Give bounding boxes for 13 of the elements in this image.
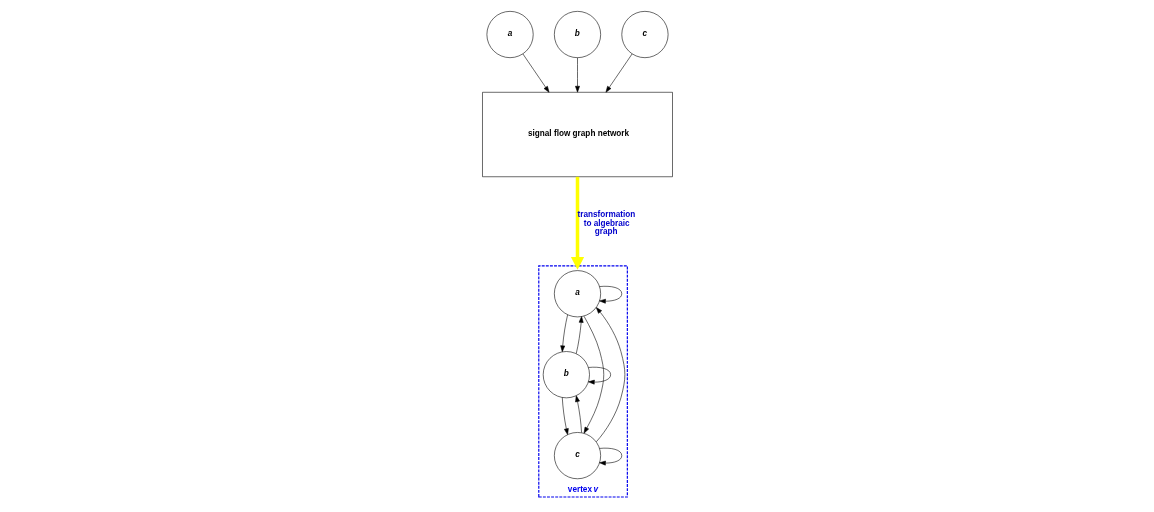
arrow bbox=[575, 315, 583, 354]
arrow bbox=[574, 395, 582, 433]
arrow bbox=[559, 314, 568, 352]
arrow bbox=[561, 396, 569, 435]
arrow bbox=[587, 366, 611, 384]
arrow bbox=[598, 285, 622, 304]
arrow bbox=[605, 53, 632, 93]
arrow bbox=[574, 56, 580, 92]
arrow bbox=[595, 306, 625, 442]
arrow bbox=[598, 447, 622, 465]
arrow bbox=[570, 176, 584, 270]
arrow bbox=[583, 315, 604, 433]
arrow bbox=[522, 53, 549, 93]
